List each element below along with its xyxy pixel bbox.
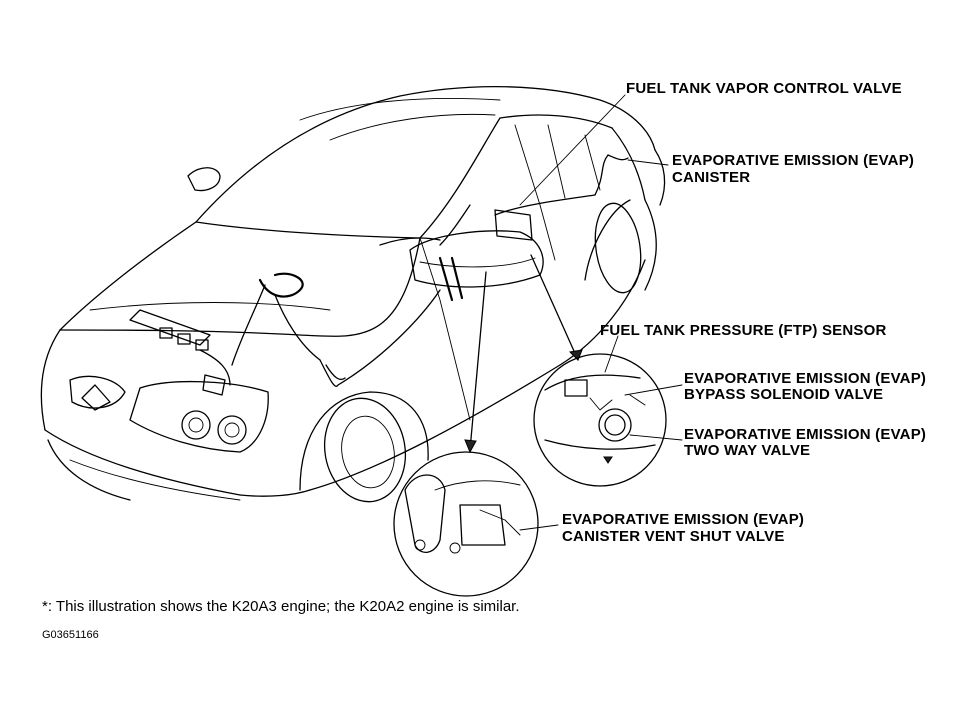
label-evap-canister-line2: CANISTER [672, 169, 751, 186]
label-two-way-line1: EVAPORATIVE EMISSION (EVAP) [684, 426, 927, 443]
label-bypass-line1: EVAPORATIVE EMISSION (EVAP) [684, 370, 927, 387]
label-vent-shut-line2: CANISTER VENT SHUT VALVE [562, 528, 785, 545]
figure-code: G03651166 [42, 629, 99, 641]
footnote: *: This illustration shows the K20A3 eng… [42, 598, 520, 615]
label-vapor-control-valve: FUEL TANK VAPOR CONTROL VALVE [626, 80, 902, 97]
label-vent-shut-line1: EVAPORATIVE EMISSION (EVAP) [562, 511, 805, 528]
label-two-way-line2: TWO WAY VALVE [684, 442, 811, 459]
label-evap-canister-line1: EVAPORATIVE EMISSION (EVAP) [672, 152, 915, 169]
detail-circle-vent-shut-valve [393, 451, 559, 597]
label-ftp-sensor: FUEL TANK PRESSURE (FTP) SENSOR [600, 322, 887, 339]
fuel-system-lines [129, 94, 669, 454]
car-body [40, 86, 666, 503]
detail-circle-ftp-sensor [533, 335, 683, 487]
label-bypass-line2: BYPASS SOLENOID VALVE [684, 386, 884, 403]
